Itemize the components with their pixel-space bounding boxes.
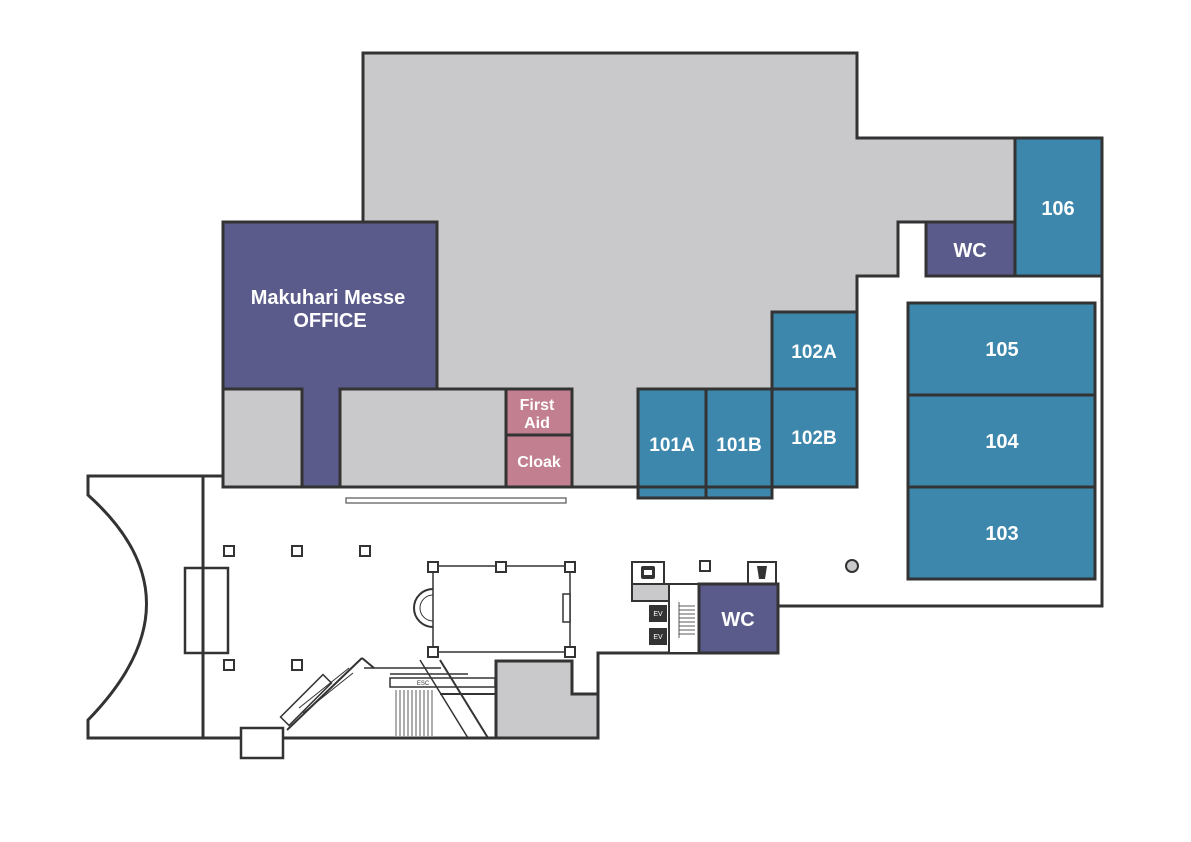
- room-101a-label: 101A: [649, 435, 695, 456]
- office-label-line2: OFFICE: [293, 310, 366, 332]
- room-101b-label: 101B: [716, 435, 761, 456]
- round-column: [845, 559, 859, 573]
- elevator-icon: [678, 602, 695, 638]
- elevator-1[interactable]: [649, 605, 667, 622]
- entrance-curve: [86, 474, 203, 740]
- elevator-2[interactable]: [649, 628, 667, 645]
- escalator-label: ESC: [417, 681, 430, 687]
- room-102a[interactable]: [770, 310, 859, 391]
- cloak-label: Cloak: [517, 454, 561, 471]
- room-103-label: 103: [985, 523, 1018, 545]
- room-106[interactable]: [1013, 136, 1104, 278]
- storage-left: [221, 387, 304, 489]
- storage-middle: [338, 387, 508, 489]
- room-104-label: 104: [985, 431, 1019, 453]
- phone-counter: [631, 583, 670, 602]
- drink-icon: [757, 566, 767, 579]
- room-103[interactable]: [906, 485, 1097, 581]
- bench-strip: [345, 497, 567, 504]
- office-label-line1: Makuhari Messe: [251, 287, 406, 309]
- wc-upper[interactable]: [924, 220, 1017, 278]
- wc-lower-label: WC: [721, 609, 754, 631]
- first-aid-label-line2: Aid: [524, 415, 550, 432]
- entrance-counter: [183, 566, 230, 655]
- escalator-icon: [279, 657, 496, 739]
- room-102a-label: 102A: [791, 342, 837, 363]
- elevator-block: [668, 583, 700, 654]
- room-105-label: 105: [985, 339, 1018, 361]
- room-104[interactable]: [906, 393, 1097, 489]
- room-101b[interactable]: [704, 387, 774, 500]
- wc-upper-label: WC: [953, 240, 986, 262]
- entrance-booth: [239, 726, 285, 760]
- elevator-2-label: EV: [653, 634, 663, 641]
- service-core: [494, 659, 600, 740]
- room-102b-label: 102B: [791, 428, 836, 449]
- wc-lower[interactable]: [697, 582, 780, 655]
- columns: [223, 545, 711, 671]
- atrium: [413, 561, 576, 658]
- elevator-1-label: EV: [653, 611, 663, 618]
- telephone-icon: [641, 566, 655, 579]
- room-105[interactable]: [906, 301, 1097, 397]
- first-aid-label-line1: First: [520, 397, 555, 414]
- room-106-label: 106: [1041, 198, 1074, 220]
